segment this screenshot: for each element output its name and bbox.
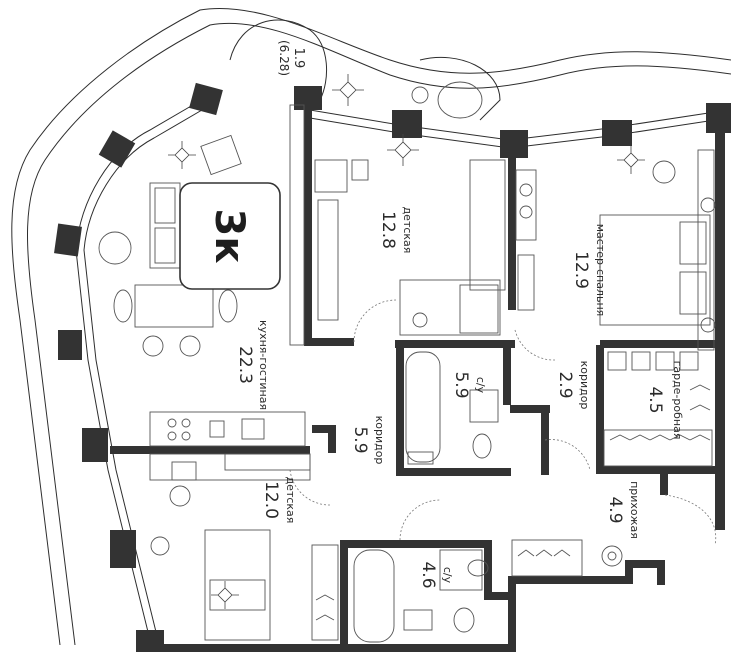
facade-columns (54, 82, 731, 652)
apartment-type-badge: 3к (179, 182, 281, 290)
svg-text:5.9: 5.9 (350, 426, 370, 453)
room-label-hallway: прихожая 4.9 (605, 481, 641, 539)
svg-text:2.9: 2.9 (555, 371, 575, 398)
balcony-label: 1.9 (6.28) (277, 40, 306, 76)
plants (168, 74, 645, 609)
balcony-area-alt: (6.28) (277, 40, 291, 76)
room-label-corridor-center: коридор 5.9 (350, 416, 386, 465)
room-label-master: мастер-спальня 12.9 (571, 224, 607, 317)
svg-text:22.3: 22.3 (235, 346, 255, 384)
svg-text:коридор: коридор (373, 416, 386, 465)
balcony-area: 1.9 (291, 48, 306, 69)
svg-text:прихожая: прихожая (628, 481, 641, 539)
svg-text:4.6: 4.6 (418, 561, 438, 588)
wardrobe-fixtures (603, 351, 713, 467)
svg-text:мастер-спальня: мастер-спальня (594, 224, 607, 317)
room-label-bathroom-top: с/у 5.9 (451, 371, 487, 398)
room-label-kids-bottom: детская 12.0 (261, 477, 297, 524)
svg-text:4.9: 4.9 (605, 496, 625, 523)
svg-text:12.9: 12.9 (571, 251, 591, 289)
hallway-fixtures (511, 539, 623, 577)
svg-text:детская: детская (401, 207, 414, 254)
kids-bottom-furniture (149, 453, 339, 641)
svg-text:с/у: с/у (441, 567, 454, 584)
master-furniture (515, 149, 716, 351)
svg-text:5.9: 5.9 (451, 371, 471, 398)
svg-text:гарде-робная: гарде-робная (671, 361, 684, 440)
room-label-wardrobe: гарде-робная 4.5 (645, 361, 684, 440)
svg-text:с/у: с/у (474, 377, 487, 394)
outer-outline (11, 8, 731, 646)
room-label-bathroom-bottom: с/у 4.6 (418, 561, 454, 588)
svg-text:12.0: 12.0 (261, 481, 281, 519)
facade-glazing (75, 94, 716, 641)
room-label-kids-top: детская 12.8 (378, 207, 414, 254)
kids-top-furniture (314, 159, 506, 336)
room-label-corridor-right: коридор 2.9 (555, 361, 591, 410)
kitchen-furniture (98, 104, 306, 447)
svg-text:4.5: 4.5 (645, 386, 665, 413)
svg-text:коридор: коридор (578, 361, 591, 410)
svg-text:кухня-гостиная: кухня-гостиная (257, 320, 270, 410)
bathroom-top-fixtures (405, 351, 499, 465)
svg-text:детская: детская (284, 477, 297, 524)
apartment-type-label: 3к (206, 209, 252, 264)
bathroom-bottom-fixtures (353, 549, 489, 643)
door-swings (289, 299, 717, 546)
room-label-kitchen-living: кухня-гостиная 22.3 (235, 320, 270, 410)
svg-text:12.8: 12.8 (378, 211, 398, 249)
